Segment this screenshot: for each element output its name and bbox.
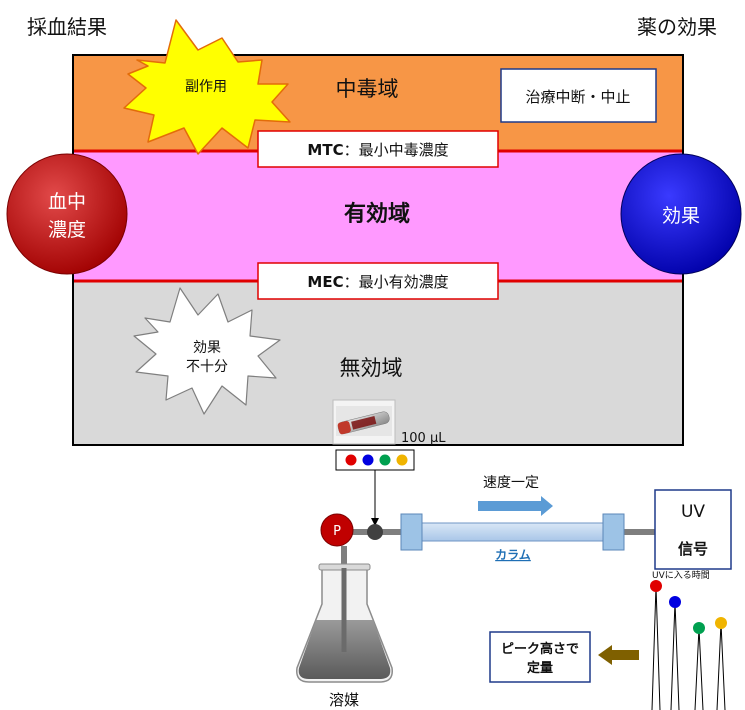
- insufficient-effect-burst: 効果 不十分: [133, 287, 281, 415]
- mtc-text: ：最小中毒濃度: [344, 141, 449, 159]
- peak-blue: [670, 601, 680, 710]
- effective-zone-label: 有効域: [344, 201, 410, 227]
- column-label: カラム: [495, 548, 531, 562]
- peak-green: [694, 627, 704, 710]
- treatment-stop-label: 治療中断・中止: [525, 88, 630, 106]
- pump-label: P: [333, 524, 341, 539]
- svg-text:MEC：最小有効濃度: MEC：最小有効濃度: [307, 273, 448, 291]
- blood-tube-image: [332, 399, 396, 445]
- mec-abbr: MEC: [307, 273, 343, 291]
- flow-speed-label: 速度一定: [483, 475, 539, 491]
- mtc-box: MTC：最小中毒濃度: [257, 130, 499, 168]
- quantification-box: ピーク高さで 定量: [489, 631, 591, 683]
- effect-circle: 効果: [620, 153, 742, 275]
- effect-label: 効果: [662, 205, 700, 227]
- solvent-label: 溶媒: [329, 691, 359, 709]
- uv-label: UV: [681, 502, 705, 522]
- peak-blue-dot: [669, 596, 681, 608]
- sample-volume: 100 μL: [401, 431, 446, 446]
- peak-red: [651, 585, 661, 710]
- blood-label-1: 血中: [48, 191, 86, 213]
- quantification-label-1: ピーク高さで: [501, 641, 579, 657]
- ineffective-zone-label: 無効域: [340, 356, 403, 380]
- header-right: 薬の効果: [637, 15, 717, 39]
- pump: P: [320, 513, 354, 547]
- mec-box: MEC：最小有効濃度: [257, 262, 499, 300]
- peak-green-dot: [693, 622, 705, 634]
- signal-label: 信号: [678, 540, 708, 558]
- toxic-zone-label: 中毒域: [336, 77, 399, 101]
- component-red-dot: [345, 454, 357, 466]
- header-left: 採血結果: [27, 15, 107, 39]
- effective-zone: [73, 151, 683, 281]
- chromatogram-peaks: [651, 585, 726, 710]
- insufficient-label-1: 効果: [193, 340, 221, 356]
- sample-components-box: [335, 449, 415, 471]
- flow-direction-arrow: [478, 496, 553, 516]
- injector-valve: [367, 524, 383, 540]
- quantification-arrow: [598, 645, 639, 665]
- quantification-label-2: 定量: [526, 660, 553, 676]
- mec-text: ：最小有効濃度: [344, 273, 449, 291]
- svg-text:MTC：最小中毒濃度: MTC：最小中毒濃度: [307, 141, 448, 159]
- blood-concentration-circle: 血中 濃度: [6, 153, 128, 275]
- side-effect-burst: 副作用: [123, 19, 291, 155]
- insufficient-label-2: 不十分: [186, 359, 228, 375]
- treatment-stop-box: 治療中断・中止: [500, 68, 657, 123]
- peak-red-dot: [650, 580, 662, 592]
- side-effect-label: 副作用: [185, 79, 227, 95]
- blood-label-2: 濃度: [48, 219, 86, 241]
- component-green-dot: [379, 454, 391, 466]
- uv-detector: UV 信号: [654, 489, 732, 570]
- component-blue-dot: [362, 454, 374, 466]
- component-yellow-dot: [396, 454, 408, 466]
- mtc-abbr: MTC: [307, 141, 343, 159]
- peak-yellow: [716, 622, 726, 710]
- peak-yellow-dot: [715, 617, 727, 629]
- hplc-column: [400, 513, 625, 551]
- injection-arrowhead: [371, 518, 379, 526]
- uv-entry-time-label: UVに入る時間: [652, 570, 710, 581]
